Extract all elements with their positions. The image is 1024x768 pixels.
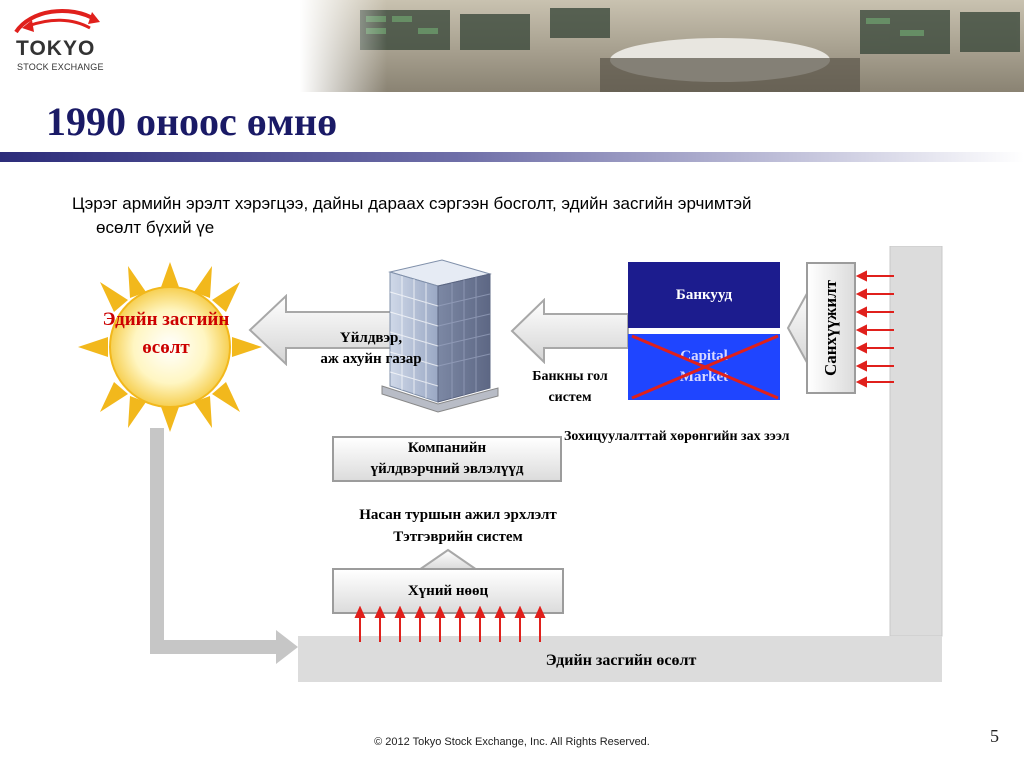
page-number: 5: [990, 726, 999, 746]
financing-label-wrap: Санхүүжилт: [806, 262, 856, 394]
bank-system-line-1: Банкны гол: [532, 369, 608, 384]
lifetime-line-1: Насан туршын ажил эрхлэлт: [359, 507, 557, 523]
human-resources-box: Хүний нөөц: [332, 568, 564, 614]
title-underline-bar: [0, 152, 1024, 162]
intro-text: Цэрэг армийн эрэлт хэрэгцээ, дайны дараа…: [72, 192, 952, 240]
logo-subtitle: STOCK EXCHANGE: [17, 62, 104, 72]
tse-logo-swoosh-icon: [14, 8, 100, 34]
factory-label: Үйлдвэр, аж ахуйн газар: [298, 328, 444, 370]
banks-box: Банкууд: [628, 262, 780, 328]
bank-system-line-2: систем: [548, 390, 592, 405]
sun-label-line-1: Эдийн засгийн: [102, 309, 230, 330]
red-arrows-left-icon: [856, 270, 894, 388]
lifetime-line-2: Тэтгэврийн систем: [393, 529, 523, 545]
arrow-left-icon: [510, 298, 629, 364]
regulated-market-label: Зохицуулалттай хөрөнгийн зах зээл: [564, 429, 790, 444]
financing-label: Санхүүжилт: [821, 279, 840, 377]
finance-pointer-icon: [786, 288, 810, 368]
bank-system-label: Банкны гол систем: [510, 366, 630, 408]
sun-icon: [78, 262, 262, 432]
sun-label-line-2: өсөлт: [142, 337, 190, 358]
economic-growth-label: Эдийн засгийн өсөлт: [545, 652, 697, 669]
logo-wordmark: TOKYO: [16, 37, 96, 60]
red-arrows-up-icon: [354, 606, 546, 642]
copyright-footer: © 2012 Tokyo Stock Exchange, Inc. All Ri…: [374, 736, 650, 748]
economic-growth-frame: [150, 246, 943, 682]
cross-out-icon: [631, 334, 779, 400]
company-line-2: үйлдвэрчний эвлэлүүд: [370, 461, 524, 477]
trading-floor-banner-image: [300, 0, 1024, 92]
office-building-icon: [381, 259, 499, 413]
financing-box: [806, 262, 856, 394]
company-line-1: Компанийн: [407, 440, 487, 456]
sun-growth-label: Эдийн засгийн өсөлт: [68, 306, 264, 362]
factory-label-line-1: Үйлдвэр,: [339, 330, 403, 346]
page-title: 1990 оноос өмнө: [46, 99, 338, 144]
company-unions-box: Компанийн үйлдвэрчний эвлэлүүд: [332, 436, 562, 482]
intro-line-1: Цэрэг армийн эрэлт хэрэгцээ, дайны дараа…: [72, 194, 752, 213]
intro-line-2: өсөлт бүхий үе: [96, 218, 215, 237]
lifetime-employment-label: Насан туршын ажил эрхлэлт Тэтгэврийн сис…: [300, 504, 616, 548]
factory-label-line-2: аж ахуйн газар: [320, 351, 422, 367]
